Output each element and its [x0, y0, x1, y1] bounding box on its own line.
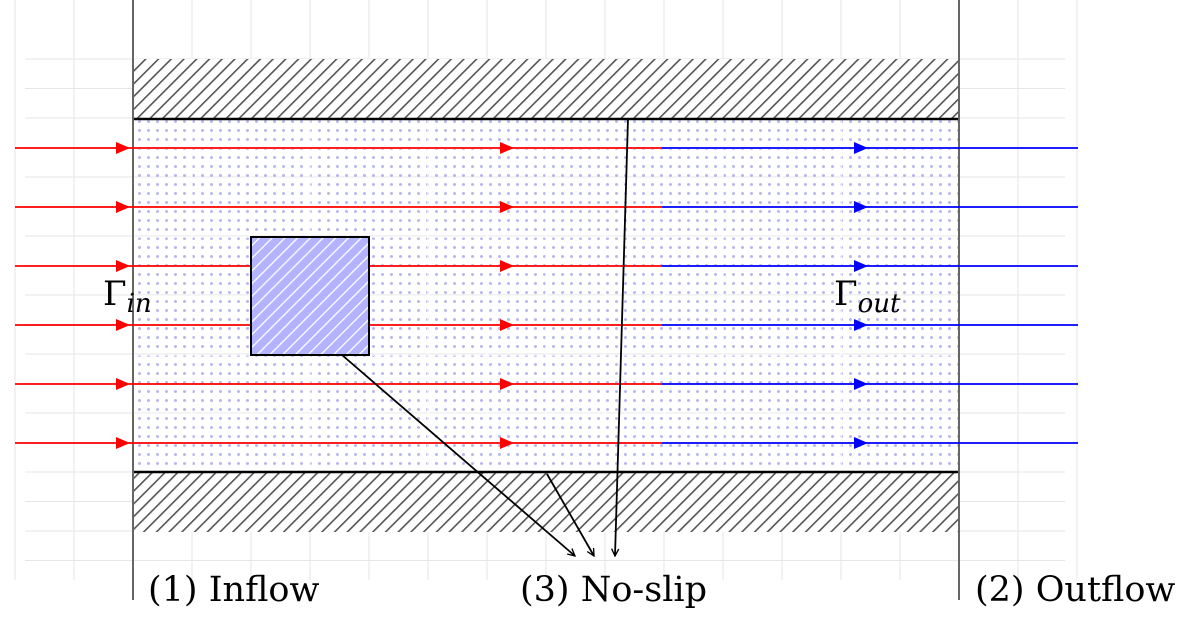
inflow-arrow-icon [116, 378, 130, 390]
outflow-arrow-icon [854, 142, 868, 154]
inflow-arrow-icon [116, 319, 130, 331]
noslip-pointers [341, 118, 629, 556]
inflow-arrow-icon [500, 378, 514, 390]
outflow-label: (2) Outflow [975, 570, 1175, 610]
top-wall-pointer-arrow [615, 118, 629, 556]
bottom-wall [133, 472, 959, 532]
inflow-arrow-icon [500, 142, 514, 154]
bottom-wall-pointer-arrow [546, 473, 595, 556]
gamma-in-label: Γin [103, 274, 152, 319]
outflow-arrow-icon [854, 437, 868, 449]
inflow-arrow-icon [116, 260, 130, 272]
outflow-arrow-icon [854, 378, 868, 390]
gamma-out-label: Γout [834, 274, 901, 319]
inflow-arrow-icon [116, 201, 130, 213]
inflow-arrow-icon [500, 201, 514, 213]
inflow-arrow-icon [500, 437, 514, 449]
inflow-label: (1) Inflow [148, 570, 319, 610]
inflow-arrow-icon [500, 319, 514, 331]
outflow-arrow-icon [854, 201, 868, 213]
noslip-label: (3) No-slip [520, 570, 707, 610]
obstacle [250, 236, 370, 356]
obstacle-pointer-arrow [341, 354, 575, 556]
top-wall [133, 59, 959, 119]
outflow-arrow-icon [854, 319, 868, 331]
inflow-arrow-icon [500, 260, 514, 272]
inflow-arrow-icon [116, 142, 130, 154]
inflow-arrow-icon [116, 437, 130, 449]
outflow-arrow-icon [854, 260, 868, 272]
